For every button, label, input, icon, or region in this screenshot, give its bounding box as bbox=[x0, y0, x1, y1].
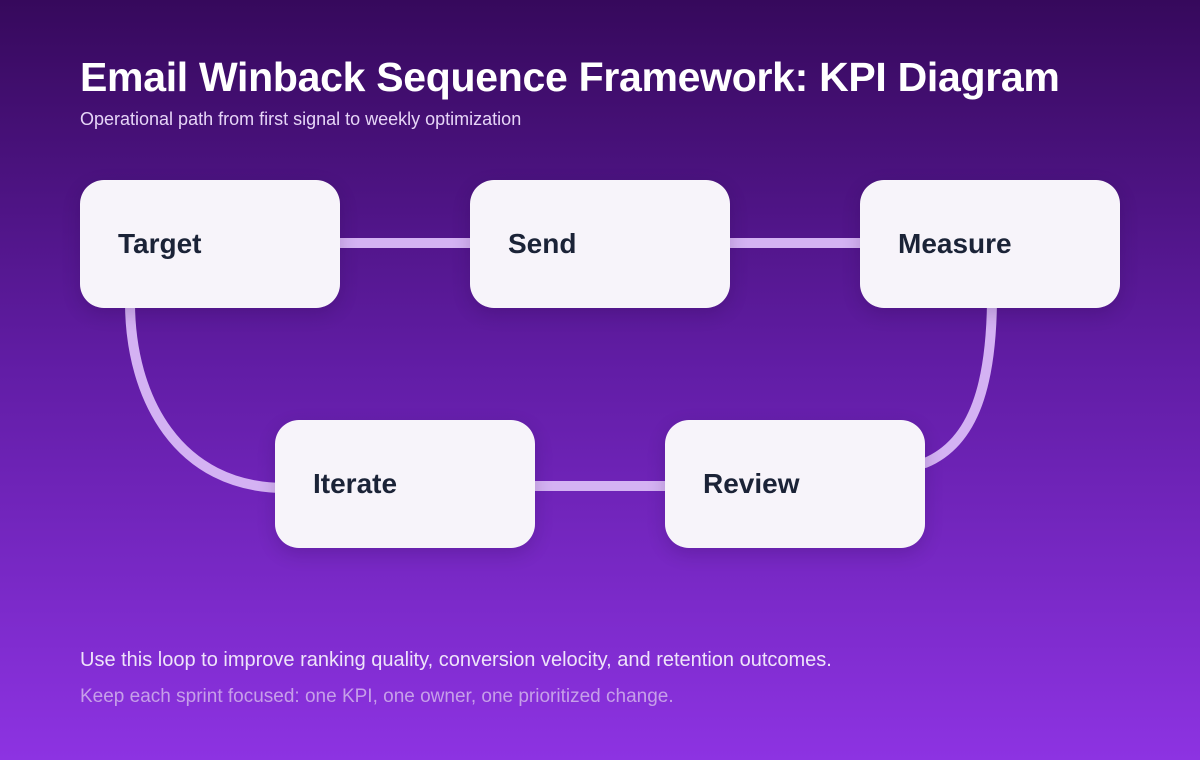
node-target-label: Target bbox=[118, 228, 202, 259]
connector-target-iterate-curve bbox=[125, 297, 290, 493]
footer-primary-text: Use this loop to improve ranking quality… bbox=[80, 649, 832, 671]
connector-measure-review-curve bbox=[920, 297, 997, 468]
node-send: Send bbox=[470, 180, 730, 308]
page-subtitle: Operational path from first signal to we… bbox=[80, 109, 522, 129]
page-title: Email Winback Sequence Framework: KPI Di… bbox=[80, 54, 1060, 100]
node-send-label: Send bbox=[508, 228, 577, 259]
node-target: Target bbox=[80, 180, 340, 308]
node-iterate: Iterate bbox=[275, 420, 535, 548]
footer-secondary-text: Keep each sprint focused: one KPI, one o… bbox=[80, 686, 674, 707]
node-measure-label: Measure bbox=[898, 228, 1012, 259]
node-review: Review bbox=[665, 420, 925, 548]
node-iterate-label: Iterate bbox=[313, 468, 398, 499]
node-measure: Measure bbox=[860, 180, 1120, 308]
node-review-label: Review bbox=[703, 468, 800, 499]
